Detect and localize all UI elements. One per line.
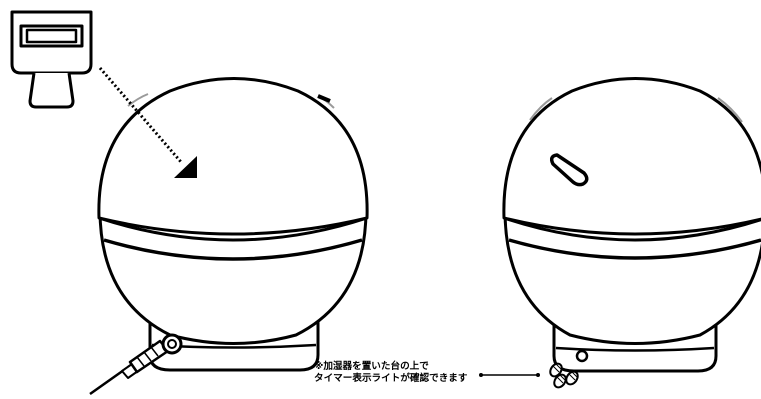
humidifier-lower-body-right [503,208,761,345]
humidifier-lower-body [98,208,368,345]
annotation-leader-line [479,373,540,377]
status-led-icon [575,349,589,363]
note-line-1: ※加湿器を置いた台の上で [314,361,429,372]
timer-light-icon [549,362,579,389]
cartridge-icon [10,10,93,109]
insert-arrow-icon [98,67,197,178]
humidifier-front-view [97,77,369,372]
humidifier-handle [549,153,589,187]
timer-light-note: ※加湿器を置いた台の上で タイマー表示ライトが確認できます [314,361,484,385]
humidifier-back-view [502,77,761,373]
note-line-2: タイマー表示ライトが確認できます [314,373,468,384]
power-cable-icon [89,333,183,396]
humidifier-top-dome [97,77,369,242]
humidifier-top-dome-right [502,77,761,242]
